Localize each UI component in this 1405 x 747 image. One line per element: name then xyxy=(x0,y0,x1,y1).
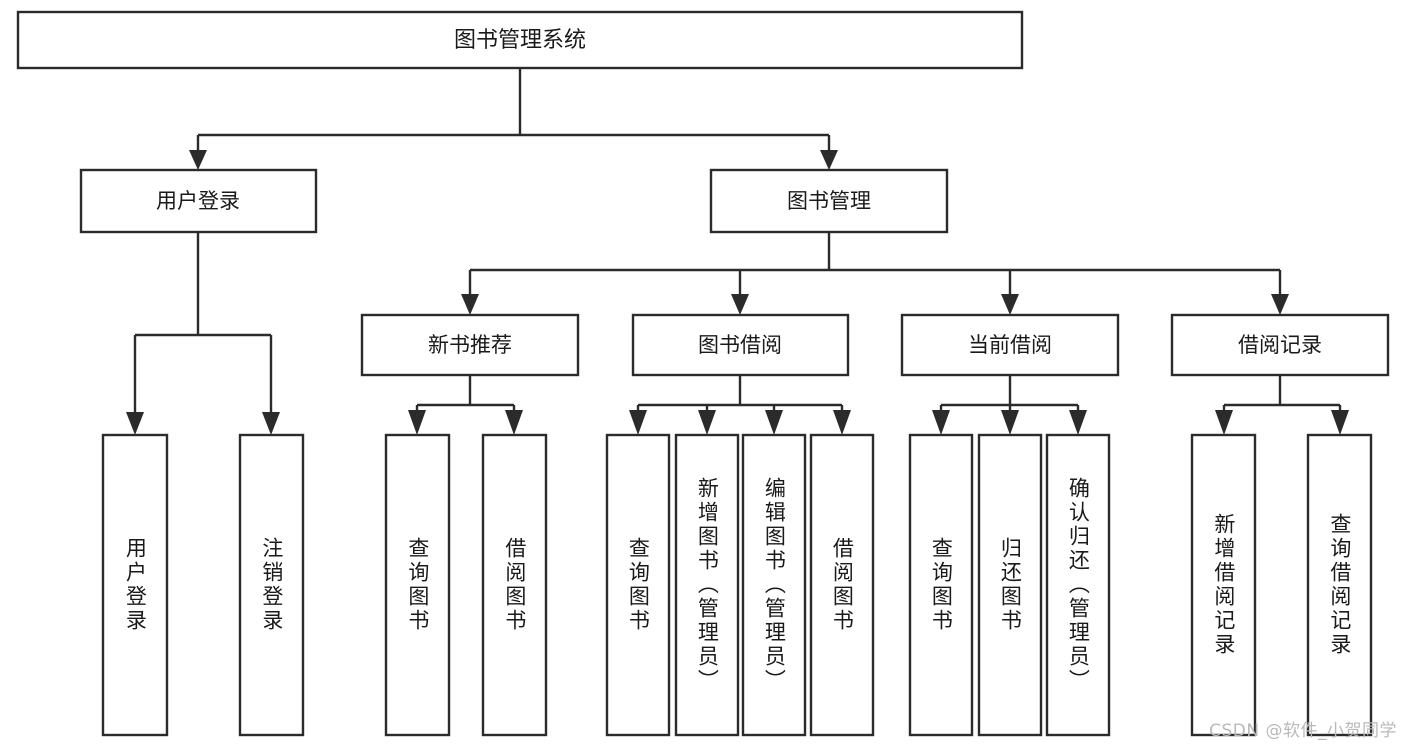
node-book-borrow-label: 图书借阅 xyxy=(698,333,782,357)
leaf-box-query-record[interactable] xyxy=(1306,433,1373,737)
arrow-to-leaf-query-book-nb xyxy=(408,410,426,435)
leaf-box-return-book[interactable] xyxy=(977,433,1043,737)
arrow-to-leaf-return-book xyxy=(1001,410,1019,435)
arrow-to-leaf-query-record xyxy=(1331,410,1349,435)
arrow-to-book-manage xyxy=(820,150,838,170)
arrow-to-leaf-add-record xyxy=(1215,410,1233,435)
arrow-to-user-login xyxy=(189,150,207,170)
arrow-to-borrow-record xyxy=(1271,294,1289,315)
leaf-box-layer xyxy=(101,433,1373,737)
leaf-box-confirm-return[interactable] xyxy=(1045,433,1111,737)
arrow-to-leaf-query-book-cb xyxy=(932,410,950,435)
node-current-borrow[interactable]: 当前借阅 xyxy=(900,313,1120,377)
leaf-box-add-book[interactable] xyxy=(674,433,740,737)
leaf-box-logout[interactable] xyxy=(238,433,305,737)
leaf-box-query-book-bb[interactable] xyxy=(605,433,671,737)
leaf-box-add-record[interactable] xyxy=(1190,433,1257,737)
arrow-to-new-book-recommend xyxy=(461,294,479,315)
connector-layer xyxy=(126,68,1349,435)
arrow-to-leaf-add-book xyxy=(698,410,716,435)
node-user-login-label: 用户登录 xyxy=(156,189,240,213)
node-borrow-record-label: 借阅记录 xyxy=(1238,333,1322,357)
leaf-box-user-login[interactable] xyxy=(101,433,169,737)
leaf-box-edit-book[interactable] xyxy=(741,433,807,737)
node-new-book-recommend-label: 新书推荐 xyxy=(428,333,512,357)
arrow-to-current-borrow xyxy=(1001,294,1019,315)
arrow-to-leaf-borrow-book-bb xyxy=(833,410,851,435)
node-borrow-record[interactable]: 借阅记录 xyxy=(1170,313,1390,377)
leaf-box-query-book-cb[interactable] xyxy=(908,433,974,737)
arrow-to-leaf-user-login xyxy=(126,412,144,435)
node-current-borrow-label: 当前借阅 xyxy=(968,333,1052,357)
leaf-box-borrow-book-bb[interactable] xyxy=(809,433,875,737)
node-book-manage-label: 图书管理 xyxy=(787,189,871,213)
arrow-to-leaf-borrow-book-nb xyxy=(505,410,523,435)
arrow-to-leaf-edit-book xyxy=(765,410,783,435)
arrow-to-leaf-confirm-return xyxy=(1069,410,1087,435)
node-book-borrow[interactable]: 图书借阅 xyxy=(631,313,850,377)
arrow-to-leaf-query-book-bb xyxy=(629,410,647,435)
node-book-manage[interactable]: 图书管理 xyxy=(709,168,949,234)
node-root-system[interactable]: 图书管理系统 xyxy=(16,10,1024,70)
arrow-to-leaf-logout xyxy=(262,412,280,435)
arrow-to-book-borrow xyxy=(731,294,749,315)
leaf-box-borrow-book-nb[interactable] xyxy=(481,433,548,737)
node-new-book-recommend[interactable]: 新书推荐 xyxy=(360,313,580,377)
leaf-box-query-book-nb[interactable] xyxy=(384,433,451,737)
node-user-login[interactable]: 用户登录 xyxy=(79,168,318,234)
watermark: CSDN @软件_小贺同学 xyxy=(1209,721,1397,741)
node-root-system-label: 图书管理系统 xyxy=(454,28,586,53)
